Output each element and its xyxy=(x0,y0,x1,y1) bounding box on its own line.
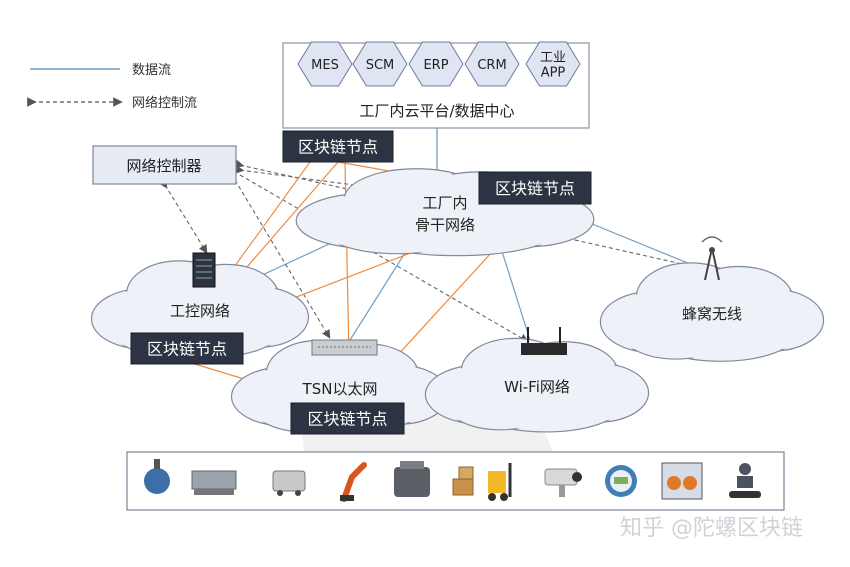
flowmeter-icon xyxy=(144,459,170,494)
cloud-wifi-label: Wi-Fi网络 xyxy=(504,378,570,396)
control-line-backbone xyxy=(235,165,431,196)
platform-title: 工厂内云平台/数据中心 xyxy=(359,102,514,120)
control-line-tsn xyxy=(234,179,331,339)
network-controller: 网络控制器 xyxy=(92,145,237,185)
cloud-cellular-label: 蜂窝无线 xyxy=(682,305,742,323)
meter-icon xyxy=(605,465,637,497)
blockchain-node-label: 区块链节点 xyxy=(307,410,387,429)
switch-icon xyxy=(192,252,216,288)
app-hex-0: MES xyxy=(297,41,353,87)
cell-tower-icon xyxy=(701,236,723,281)
workers-icon xyxy=(661,462,703,500)
app-hex-label: MES xyxy=(311,58,339,73)
control-line-industrial xyxy=(158,178,208,254)
app-hex-3: CRM xyxy=(464,41,520,87)
cloud-backbone-label: 工厂内 xyxy=(422,194,467,212)
device-bar xyxy=(126,451,785,511)
printer-machine-icon xyxy=(191,470,237,495)
forklift-icon xyxy=(488,463,512,501)
app-hex-1: SCM xyxy=(352,41,408,87)
blockchain-node-0: 区块链节点 xyxy=(282,130,394,163)
app-hex-label: APP xyxy=(541,66,566,81)
blockchain-node-label: 区块链节点 xyxy=(147,340,227,359)
legend-control-flow-label: 网络控制流 xyxy=(132,95,197,111)
watermark-text: 知乎 @陀螺区块链 xyxy=(620,516,803,541)
blockchain-node-label: 区块链节点 xyxy=(298,138,378,157)
cloud-industrial-control-label: 工控网络 xyxy=(170,302,230,320)
app-hex-label: SCM xyxy=(366,58,395,73)
controller-label: 网络控制器 xyxy=(126,157,201,175)
cloud-backbone-label: 骨干网络 xyxy=(415,216,475,234)
agv-robot-icon xyxy=(272,470,306,496)
blockchain-node-1: 区块链节点 xyxy=(478,171,592,205)
app-hex-2: ERP xyxy=(408,41,464,87)
blockchain-node-3: 区块链节点 xyxy=(290,402,405,435)
conveyor-robot-icon xyxy=(729,463,761,498)
router-icon xyxy=(521,327,567,355)
blockchain-node-2: 区块链节点 xyxy=(130,332,244,365)
line-backbone-wifi xyxy=(499,244,531,341)
cloud-tsn-label: TSN以太网 xyxy=(302,380,378,398)
boxes-icon xyxy=(452,466,474,496)
app-hex-label: CRM xyxy=(477,58,506,73)
legend: 数据流 网络控制流 xyxy=(27,63,197,111)
app-hex-label: 工业 xyxy=(540,51,566,66)
cloud-cellular: 蜂窝无线 xyxy=(599,262,825,362)
robot-arm-icon xyxy=(340,462,367,502)
camera-icon xyxy=(544,468,582,497)
tsn-switch-icon xyxy=(311,339,378,356)
control-line-cellular xyxy=(234,159,705,272)
app-hex-label: ERP xyxy=(423,58,448,73)
engine-icon xyxy=(394,461,430,497)
legend-data-flow-label: 数据流 xyxy=(132,63,171,78)
cloud-wifi: Wi-Fi网络 xyxy=(424,337,650,433)
blockchain-node-label: 区块链节点 xyxy=(495,179,575,198)
control-line-wifi xyxy=(239,174,529,343)
line-backbone-tsn xyxy=(349,244,411,341)
